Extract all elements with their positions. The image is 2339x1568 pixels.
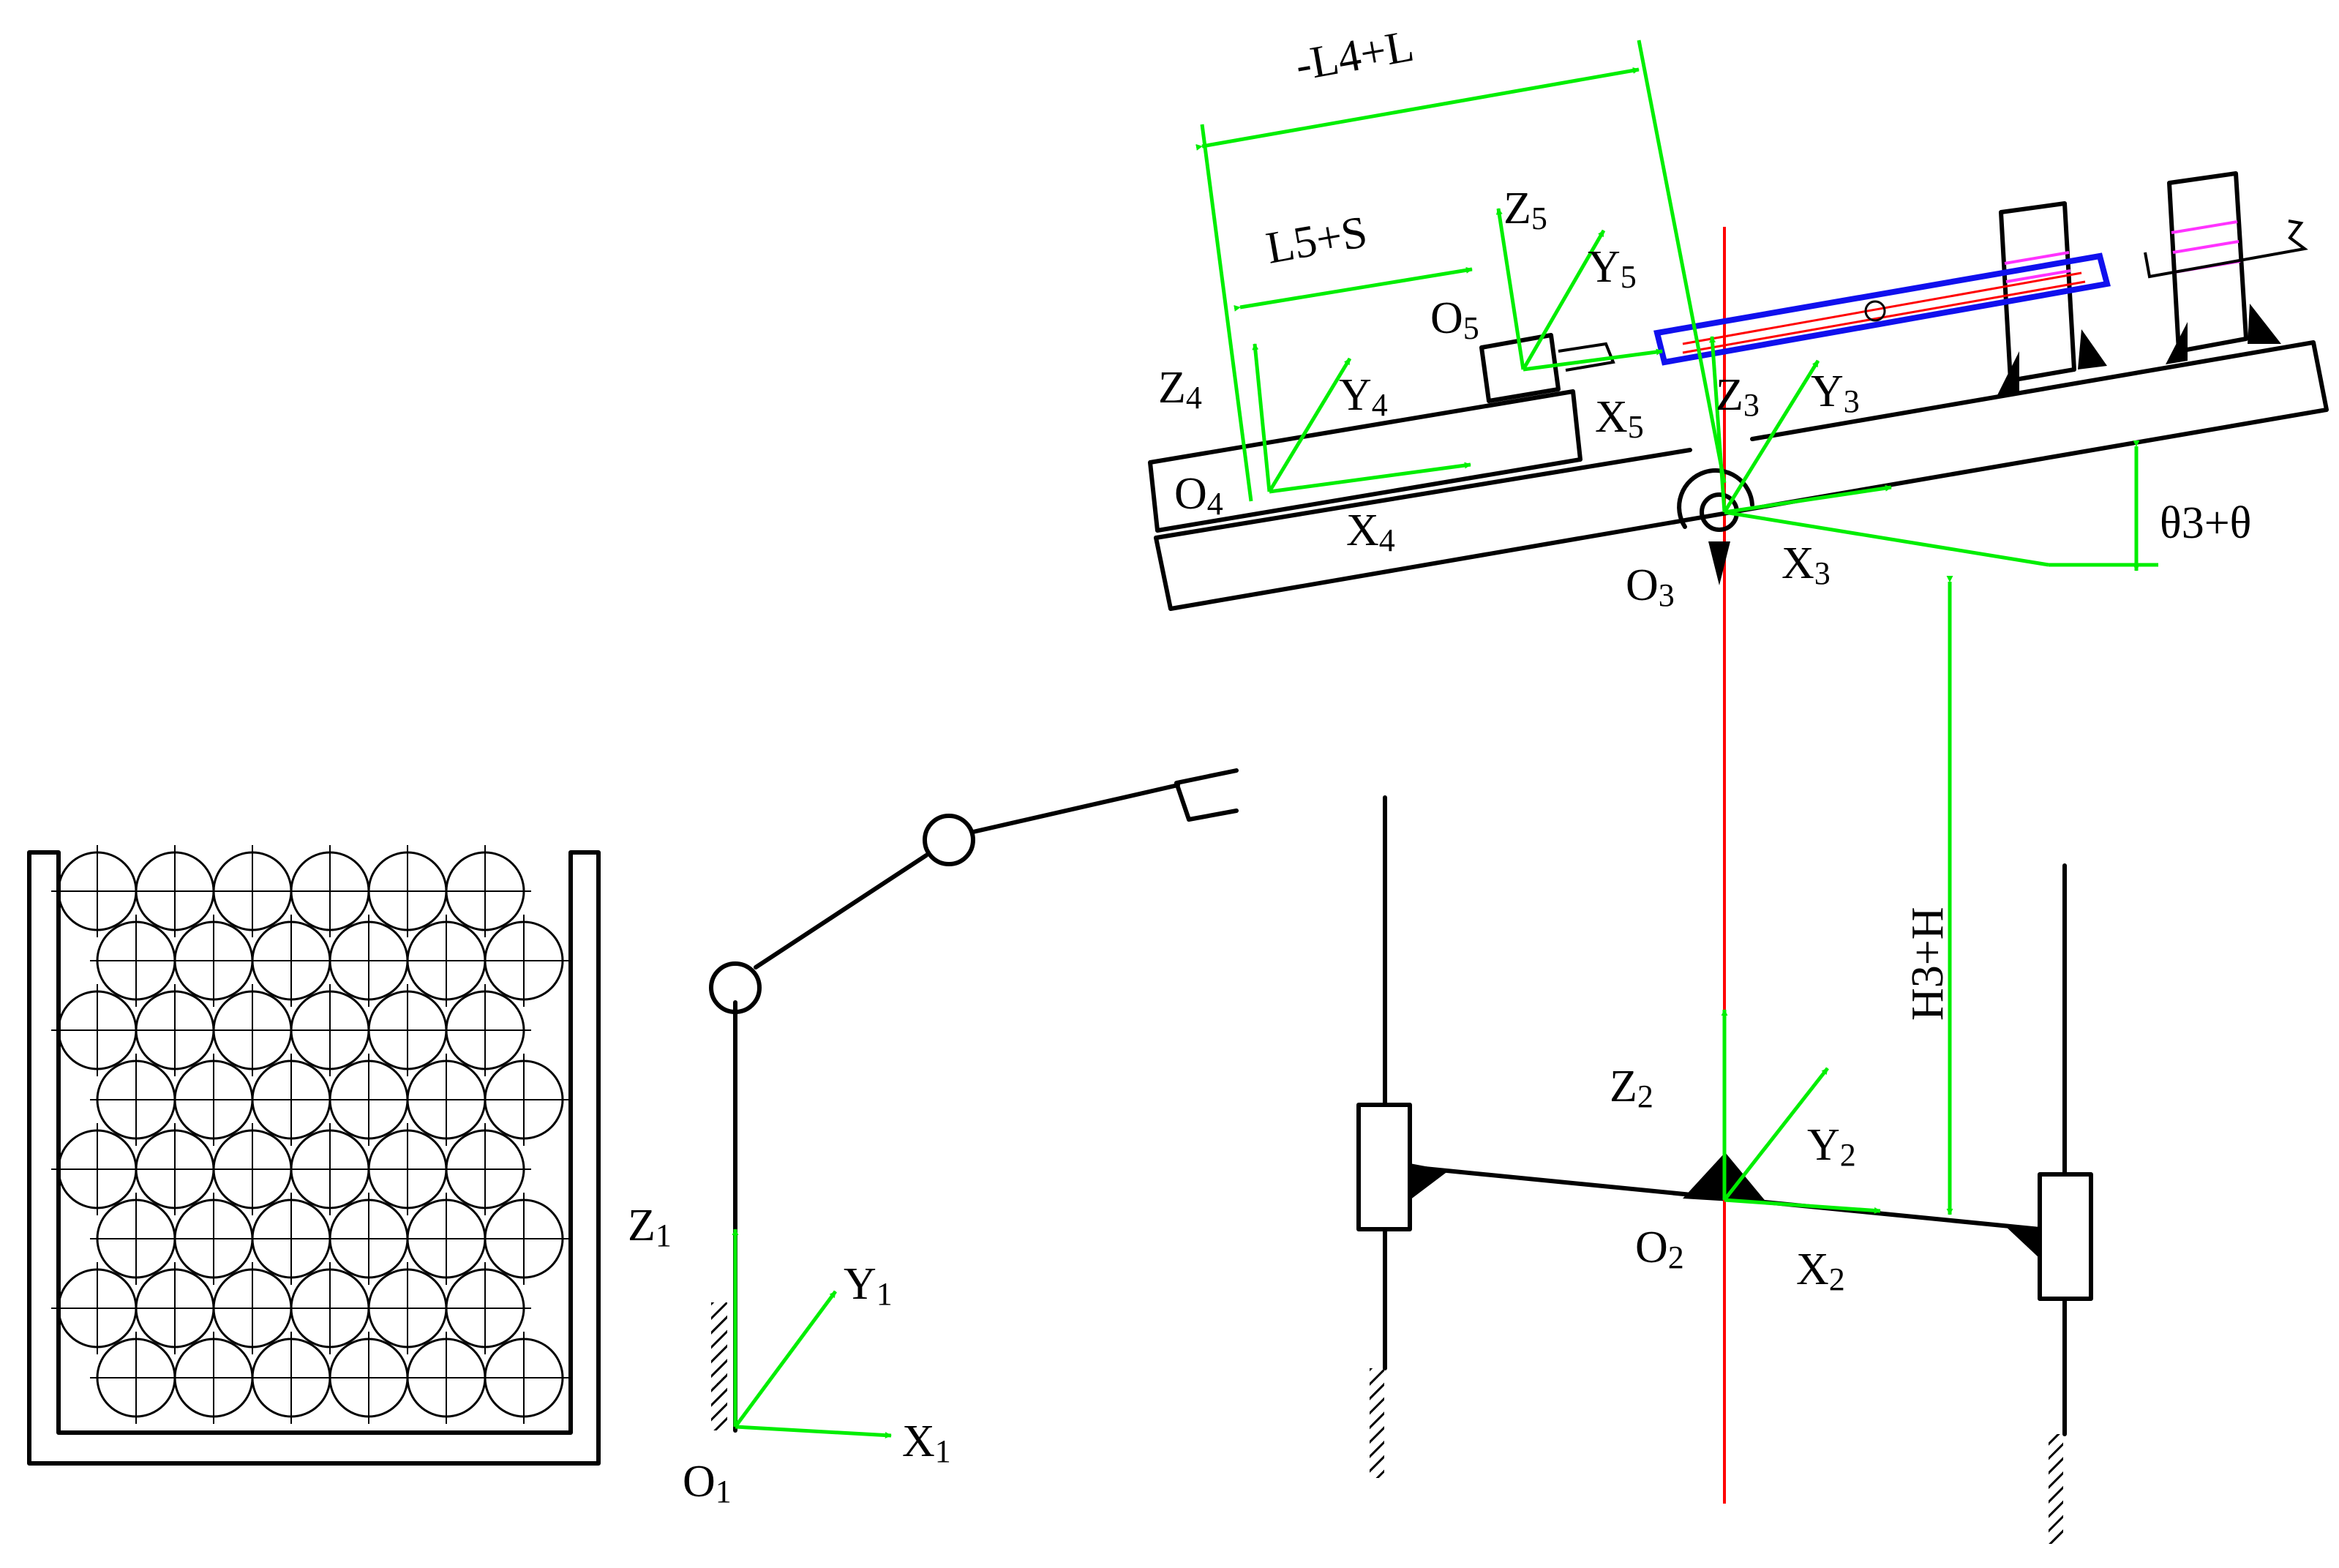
y2-label: Y2 bbox=[1807, 1120, 1856, 1173]
x2-axis bbox=[1724, 1198, 1881, 1214]
left-ground-hatch bbox=[1370, 1368, 1384, 1478]
right-ground-hatch bbox=[2049, 1434, 2063, 1544]
arm-joint-2 bbox=[923, 814, 975, 866]
o2-label: O2 bbox=[1635, 1223, 1684, 1275]
z2-label: Z2 bbox=[1610, 1062, 1653, 1114]
y4-label: Y4 bbox=[1339, 370, 1388, 423]
x4-axis bbox=[1269, 462, 1471, 494]
y1-axis bbox=[733, 1290, 838, 1428]
x2-label: X2 bbox=[1796, 1245, 1845, 1297]
y5-axis bbox=[1521, 229, 1606, 371]
z1-label: Z1 bbox=[628, 1201, 672, 1253]
robot-arm bbox=[709, 768, 1239, 1433]
stacked-parts bbox=[51, 845, 570, 1424]
z5-label: Z5 bbox=[1503, 184, 1547, 236]
coordinate-axes bbox=[732, 208, 1892, 1439]
band-marks bbox=[2004, 220, 2241, 301]
dim-top-label: -L4+L bbox=[1292, 21, 1418, 91]
x5-axis bbox=[1523, 348, 1663, 372]
right-weld bbox=[2005, 1226, 2040, 1258]
x1-axis bbox=[735, 1425, 892, 1439]
y1-label: Y1 bbox=[844, 1259, 893, 1312]
dim-angle-label: θ3+θ bbox=[2160, 498, 2251, 548]
x5-label: X5 bbox=[1595, 392, 1644, 445]
y3-axis bbox=[1722, 359, 1820, 514]
arm-link-1 bbox=[754, 853, 928, 969]
y3-label: Y3 bbox=[1811, 367, 1860, 419]
base-hatch bbox=[711, 1302, 727, 1430]
arm-link-2 bbox=[971, 783, 1180, 834]
z5-axis bbox=[1495, 208, 1525, 370]
left-slider bbox=[1356, 1103, 1412, 1231]
z3-axis bbox=[1709, 336, 1727, 513]
arm-joint-1 bbox=[709, 961, 762, 1014]
o4-label: O4 bbox=[1174, 469, 1223, 522]
y4-axis bbox=[1267, 357, 1352, 493]
x1-label: X1 bbox=[902, 1417, 951, 1469]
z3-label: Z3 bbox=[1716, 370, 1760, 423]
x3-label: X3 bbox=[1782, 539, 1831, 591]
o1-label: O1 bbox=[683, 1457, 732, 1509]
dim-height-label: H3+H bbox=[1903, 907, 1953, 1021]
arm-gripper bbox=[1174, 768, 1239, 822]
dimension-lines bbox=[1195, 40, 2158, 1215]
left-weld bbox=[1410, 1163, 1449, 1200]
pallet-bin bbox=[27, 845, 601, 1466]
o3-label: O3 bbox=[1626, 560, 1675, 613]
z4-label: Z4 bbox=[1158, 363, 1202, 416]
o5-label: O5 bbox=[1430, 293, 1479, 346]
y5-label: Y5 bbox=[1588, 242, 1637, 295]
z4-axis bbox=[1252, 343, 1272, 492]
dim-slide-label: L5+S bbox=[1263, 207, 1371, 274]
y2-axis bbox=[1723, 1067, 1829, 1201]
x4-label: X4 bbox=[1346, 506, 1395, 558]
right-slider bbox=[2038, 1172, 2093, 1301]
x3-axis bbox=[1724, 484, 1892, 514]
